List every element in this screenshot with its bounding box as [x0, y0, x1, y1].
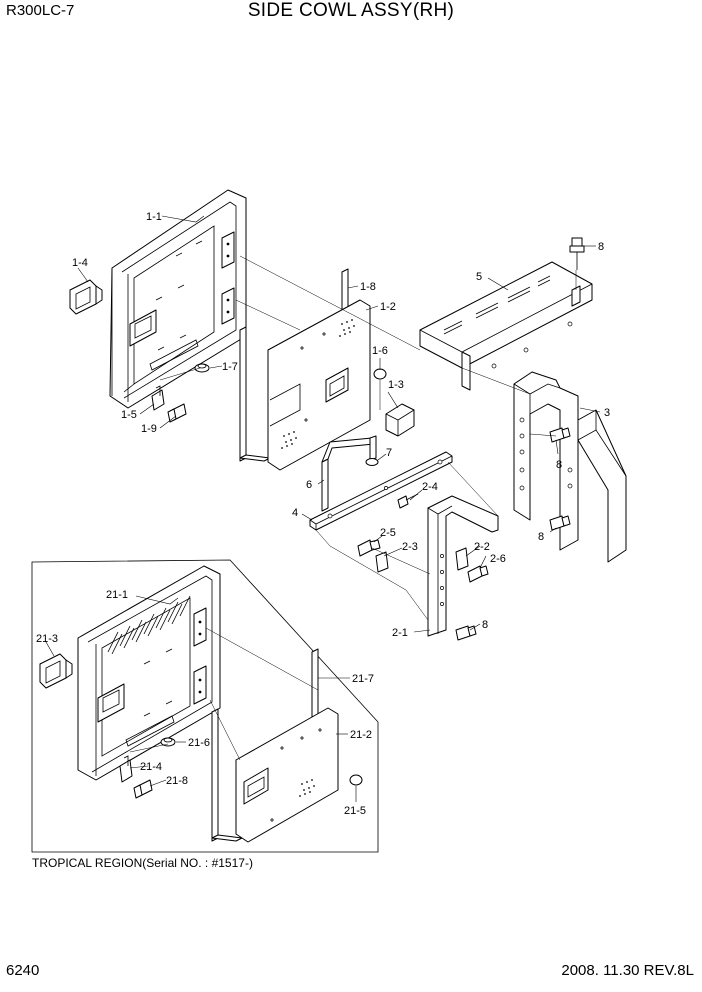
rod-21-7	[211, 648, 319, 842]
label-21-1: 21-1	[106, 589, 128, 601]
label-21-4: 21-4	[140, 761, 162, 773]
label-1-6: 1-6	[372, 345, 388, 357]
label-2-5: 2-5	[380, 527, 396, 539]
inset-caption: TROPICAL REGION(Serial NO. : #1517-)	[32, 856, 253, 870]
label-5: 5	[476, 271, 482, 283]
bolt-8-top	[569, 237, 585, 270]
grommet-1-7	[194, 363, 210, 373]
door-frame-1-1	[109, 189, 247, 409]
label-1-9: 1-9	[141, 423, 157, 435]
bracket-21-4	[119, 755, 133, 783]
label-1-5: 1-5	[121, 409, 137, 421]
label-8-mid: 8	[556, 459, 562, 471]
bolt-2-6	[467, 565, 489, 583]
rod-6	[321, 435, 377, 512]
grommet-21-6	[160, 737, 176, 747]
label-1-4: 1-4	[72, 257, 88, 269]
page-number: 6240	[6, 962, 40, 979]
cap-1-6	[373, 368, 387, 380]
label-2-4: 2-4	[422, 481, 438, 493]
bolt-21-8	[133, 779, 153, 799]
label-8-top: 8	[598, 241, 604, 253]
bolt-8-mid	[549, 427, 571, 443]
label-21-5: 21-5	[344, 805, 366, 817]
label-3: 3	[604, 407, 610, 419]
revision-info: 2008. 11.30 REV.8L	[561, 962, 694, 979]
label-21-3: 21-3	[36, 633, 58, 645]
model-code: R300LC-7	[6, 2, 75, 19]
rod-1-8	[239, 268, 349, 462]
label-2-2: 2-2	[474, 541, 490, 553]
bolt-2-5	[357, 539, 381, 557]
label-4: 4	[292, 507, 298, 519]
label-21-7: 21-7	[352, 673, 374, 685]
side-bracket-3	[513, 371, 627, 563]
vertical-bracket-2-1	[427, 495, 499, 637]
angle-bracket-4	[309, 451, 453, 531]
tropical-inset-frame	[31, 559, 379, 853]
label-1-7: 1-7	[222, 361, 238, 373]
label-1-8: 1-8	[360, 281, 376, 293]
clip-2-3	[375, 551, 389, 573]
label-1-3: 1-3	[388, 379, 404, 391]
label-2-1: 2-1	[392, 627, 408, 639]
bracket-1-5	[151, 385, 165, 411]
latch-21-3	[39, 653, 73, 689]
bolt-1-9	[167, 403, 187, 423]
page-title: SIDE COWL ASSY(RH)	[247, 0, 455, 21]
panel-21-2	[235, 707, 339, 843]
inset-assembly-lines	[129, 627, 319, 761]
bolt-8-2-1	[455, 625, 477, 641]
cap-21-5	[349, 774, 363, 786]
bushing-7	[365, 458, 379, 466]
part-labels: 1-1 1-4 1-7 1-5 1-9 1-8 1-2 1-6 1-3 5 8 …	[36, 211, 610, 817]
label-8-2-1: 8	[482, 619, 488, 631]
label-2-6: 2-6	[490, 553, 506, 565]
cover-1-3	[385, 403, 415, 437]
door-frame-21-1	[77, 565, 221, 781]
label-21-6: 21-6	[188, 737, 210, 749]
assembly-lines	[159, 255, 577, 621]
latch-1-4	[69, 279, 103, 315]
label-7: 7	[386, 447, 392, 459]
clip-2-2	[455, 547, 469, 571]
label-2-3: 2-3	[402, 541, 418, 553]
label-21-8: 21-8	[166, 775, 188, 787]
label-21-2: 21-2	[350, 729, 372, 741]
bolt-8-low	[549, 515, 571, 531]
leader-lines	[45, 215, 601, 802]
label-6: 6	[306, 479, 312, 491]
top-plate-5	[419, 261, 593, 391]
panel-1-2	[267, 299, 371, 471]
label-8-low: 8	[538, 531, 544, 543]
label-1-1: 1-1	[146, 211, 162, 223]
label-1-2: 1-2	[380, 301, 396, 313]
